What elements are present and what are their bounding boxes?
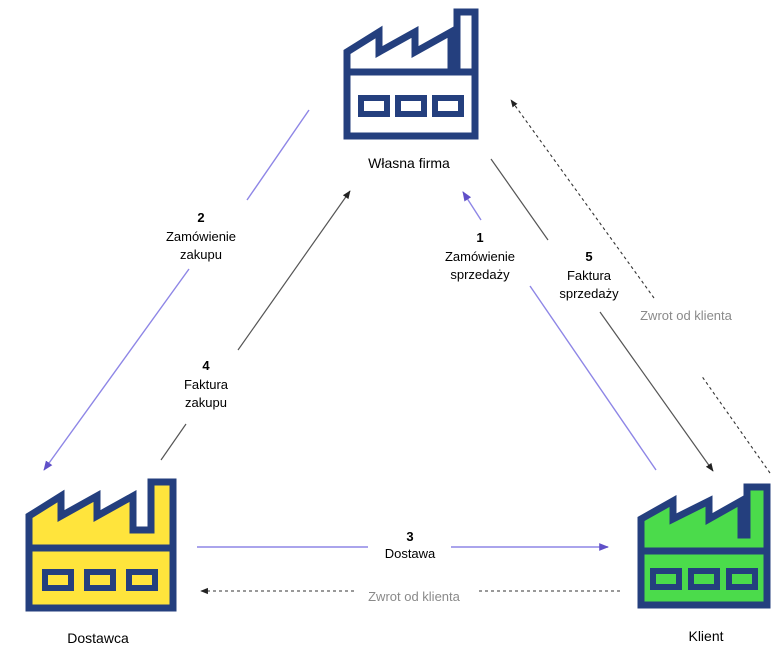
flow-1-label-line2: sprzedaży <box>450 267 510 282</box>
sales-invoice-arrow <box>599 311 714 472</box>
purchase-order-arrow <box>43 268 190 471</box>
factory-icon <box>637 483 771 609</box>
purchase-invoice-arrow <box>237 190 351 351</box>
flow-5-label-line1: Faktura <box>567 268 612 283</box>
flow-4-label-line1: Faktura <box>184 377 229 392</box>
return-label-upper: Zwrot od klienta <box>640 308 733 323</box>
flow-3-number: 3 <box>406 529 413 544</box>
flow-2-label-line2: zakupu <box>180 247 222 262</box>
client-return-arrow <box>700 374 771 474</box>
purchase-order-arrow <box>246 109 310 201</box>
flow-2-label-line1: Zamówienie <box>166 229 236 244</box>
return-label-lower: Zwrot od klienta <box>368 589 461 604</box>
flow-4-number: 4 <box>202 358 210 373</box>
sales-invoice-arrow <box>490 158 549 241</box>
factory-icon <box>25 478 177 612</box>
flow-2-number: 2 <box>197 210 204 225</box>
flow-3-label: Dostawa <box>385 546 436 561</box>
purchase-invoice-arrow <box>160 423 187 461</box>
flow-1-label-line1: Zamówienie <box>445 249 515 264</box>
sales-order-arrow <box>529 285 657 471</box>
client-return-arrow <box>510 99 655 299</box>
supplier-label: Dostawca <box>67 630 129 646</box>
flow-5-label-line2: sprzedaży <box>559 286 619 301</box>
flow-1-number: 1 <box>476 230 483 245</box>
flow-5-number: 5 <box>585 249 592 264</box>
own-company-label: Własna firma <box>368 155 450 171</box>
client-label: Klient <box>688 628 723 644</box>
flow-4-label-line2: zakupu <box>185 395 227 410</box>
factory-icon <box>343 8 479 140</box>
sales-order-arrow <box>462 191 482 221</box>
